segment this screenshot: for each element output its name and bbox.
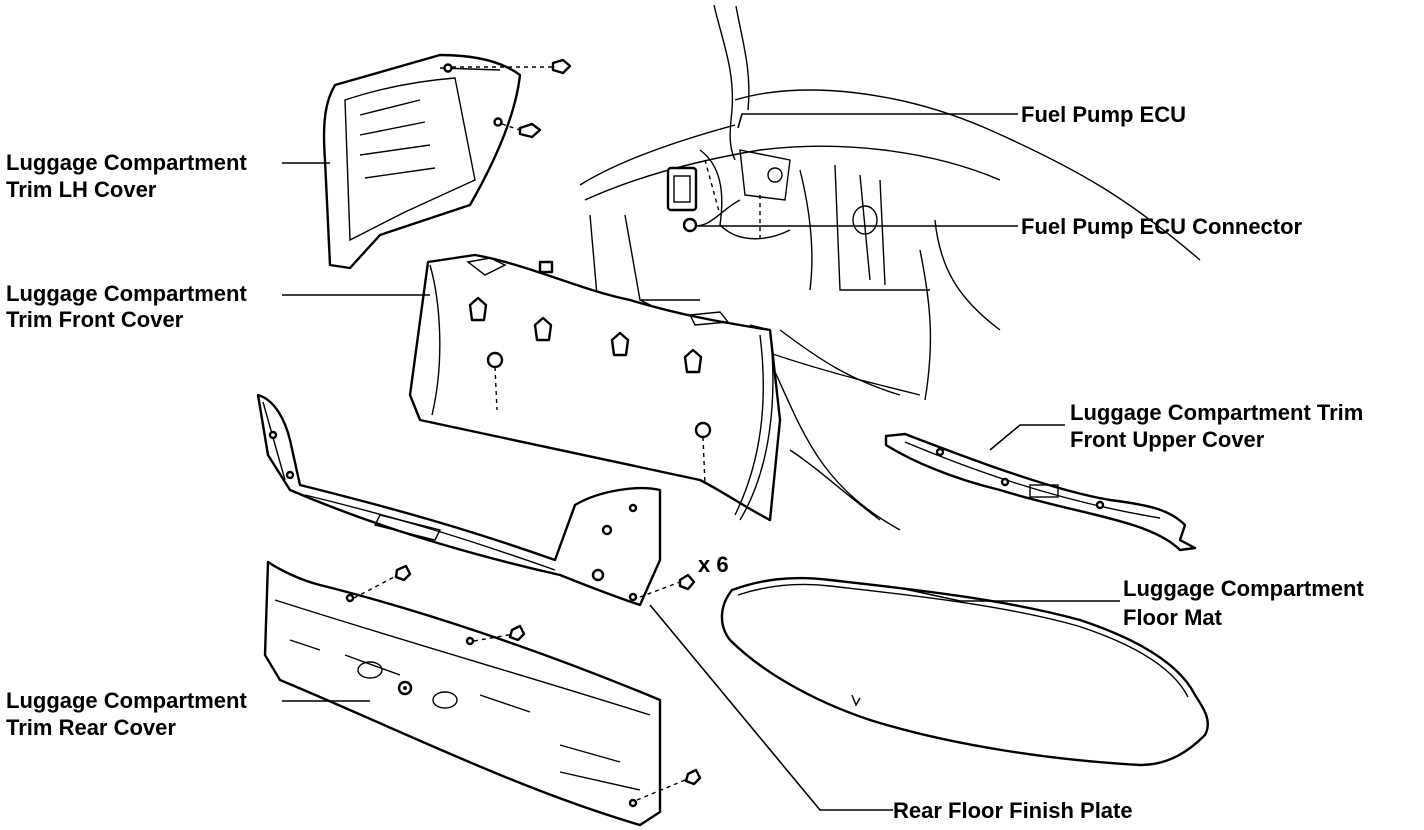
label-rear-cover-line1: Luggage Compartment xyxy=(6,688,247,713)
floor-mat-part xyxy=(720,576,1209,767)
rear-cover-part xyxy=(263,560,702,827)
label-floor-mat-line2: Floor Mat xyxy=(1123,605,1223,630)
label-lh-cover-line1: Luggage Compartment xyxy=(6,150,247,175)
callout-labels: Luggage Compartment Trim LH Cover Luggag… xyxy=(6,102,1364,823)
leader-lines xyxy=(282,113,1120,811)
front-cover-part xyxy=(408,253,782,522)
label-rear-floor-finish-plate: Rear Floor Finish Plate xyxy=(893,798,1133,823)
label-fuel-pump-ecu: Fuel Pump ECU xyxy=(1021,102,1186,127)
label-clip-quantity: x 6 xyxy=(698,552,729,577)
label-front-upper-cover-line1: Luggage Compartment Trim xyxy=(1070,400,1363,425)
label-front-upper-cover-line2: Front Upper Cover xyxy=(1070,427,1265,452)
label-floor-mat-line1: Luggage Compartment xyxy=(1123,576,1364,601)
label-front-cover-line2: Trim Front Cover xyxy=(6,307,184,332)
rear-floor-finish-plate-part xyxy=(256,393,696,607)
label-rear-cover-line2: Trim Rear Cover xyxy=(6,715,176,740)
front-upper-cover-part xyxy=(884,432,1197,552)
label-front-cover-line1: Luggage Compartment xyxy=(6,281,247,306)
label-lh-cover-line2: Trim LH Cover xyxy=(6,177,157,202)
label-fuel-pump-ecu-connector: Fuel Pump ECU Connector xyxy=(1021,214,1303,239)
lh-cover-part xyxy=(322,53,572,270)
